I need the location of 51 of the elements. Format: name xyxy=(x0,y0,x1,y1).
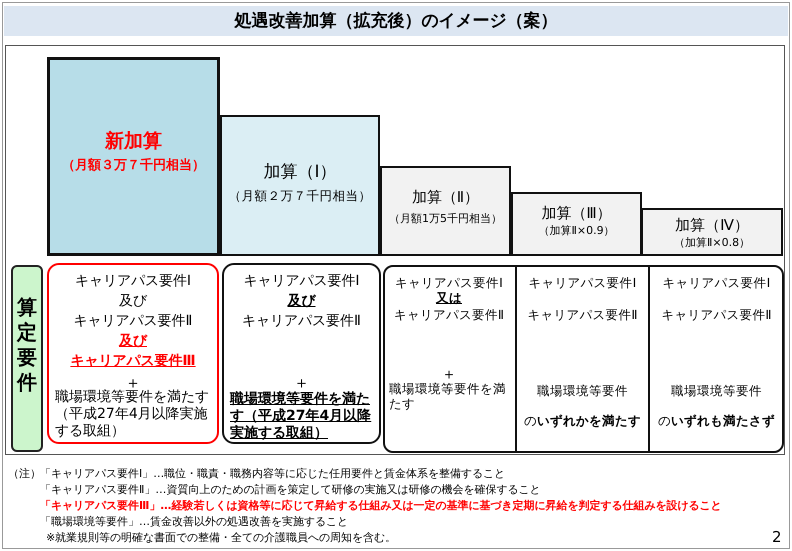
requirement-text: 又は xyxy=(436,290,462,305)
requirement-text: 職場環境等要件 xyxy=(537,383,628,398)
requirement-text: キャリアパス要件Ⅰ xyxy=(243,273,360,290)
bar-heading: 加算（Ⅰ） xyxy=(264,162,336,182)
bar-heading: 加算（Ⅲ） xyxy=(541,204,612,222)
requirement-text: 及び xyxy=(119,293,147,310)
requirement-text: キャリアパス要件Ⅰ xyxy=(662,275,770,290)
requirement-text: キャリアパス要件Ⅰ xyxy=(395,275,503,290)
note-text: 「キャリアパス要件Ⅰ」…職位・職責・職務内容等に応じた任用要件と賃金体系を整備すること xyxy=(40,466,506,481)
bar-amount: （加算Ⅱ×0.9） xyxy=(538,224,615,238)
bar xyxy=(641,208,783,256)
requirement-box xyxy=(47,263,219,444)
requirement-text: キャリアパス要件Ⅲ xyxy=(70,353,196,370)
note-text: ※就業規則等の明確な書面での整備・全ての介護職員への周知を含む。 xyxy=(46,530,396,545)
title-band: 処遇改善加算（拡充後）のイメージ（案） xyxy=(4,6,788,36)
requirement-text: 及び xyxy=(119,333,147,350)
plus-sign: ＋ xyxy=(294,373,310,392)
note-text: 「キャリアパス要件Ⅲ」…経験若しくは資格等に応じて昇給する仕組み又は一定の基準に基づき定期に昇給を判定する仕組みを設けること xyxy=(40,498,722,513)
bar xyxy=(511,192,642,256)
bar-heading: 加算（Ⅳ） xyxy=(675,216,749,234)
requirement-text: 職場環境等要件を満たす（平成27年4月以降実施する取組） xyxy=(228,391,372,442)
requirement-text: キャリアパス要件Ⅱ xyxy=(74,313,192,330)
bar xyxy=(220,115,380,256)
requirement-text: 及び xyxy=(288,293,316,310)
requirement-text: キャリアパス要件Ⅰ xyxy=(74,273,192,290)
requirement-text: キャリアパス要件Ⅱ xyxy=(242,313,361,330)
bar-amount: （月額1万5千円相当） xyxy=(389,212,502,226)
plus-sign: ＋ xyxy=(442,365,456,383)
bar xyxy=(47,57,220,256)
note-marker: （注） xyxy=(8,466,41,481)
requirement-text: 職場環境等要件を満たす xyxy=(388,381,507,411)
requirement-box xyxy=(222,263,381,444)
bar-heading: 加算（Ⅱ） xyxy=(412,188,480,206)
bar-heading: 新加算 xyxy=(105,130,162,153)
page-number: 2 xyxy=(772,528,782,546)
bar xyxy=(380,166,511,256)
bar-amount: （月額３万７千円相当） xyxy=(62,158,205,174)
requirement-text: キャリアパス要件Ⅱ xyxy=(527,307,638,322)
requirement-text: のいずれかを満たす xyxy=(524,413,641,428)
bar-amount: （加算Ⅱ×0.8） xyxy=(674,236,750,250)
requirement-text: キャリアパス要件Ⅱ xyxy=(394,307,504,322)
requirement-text: キャリアパス要件Ⅰ xyxy=(528,275,636,290)
bar-amount: （月額２万７千円相当） xyxy=(228,188,372,203)
row-label: 算定要件 xyxy=(17,295,37,395)
note-text: 「職場環境等要件」…賃金改善以外の処遇改善を実施すること xyxy=(40,514,348,529)
requirement-text: キャリアパス要件Ⅱ xyxy=(661,307,772,322)
requirement-text: 職場環境等要件を満たす（平成27年4月以降実施する取組） xyxy=(54,389,210,440)
requirement-text: のいずれも満たさず xyxy=(658,413,775,428)
row-label-box xyxy=(11,265,43,452)
requirement-text: 職場環境等要件 xyxy=(671,383,762,398)
note-text: 「キャリアパス要件Ⅱ」…資質向上のための計画を策定して研修の実施又は研修の機会を確保すること xyxy=(40,482,540,497)
